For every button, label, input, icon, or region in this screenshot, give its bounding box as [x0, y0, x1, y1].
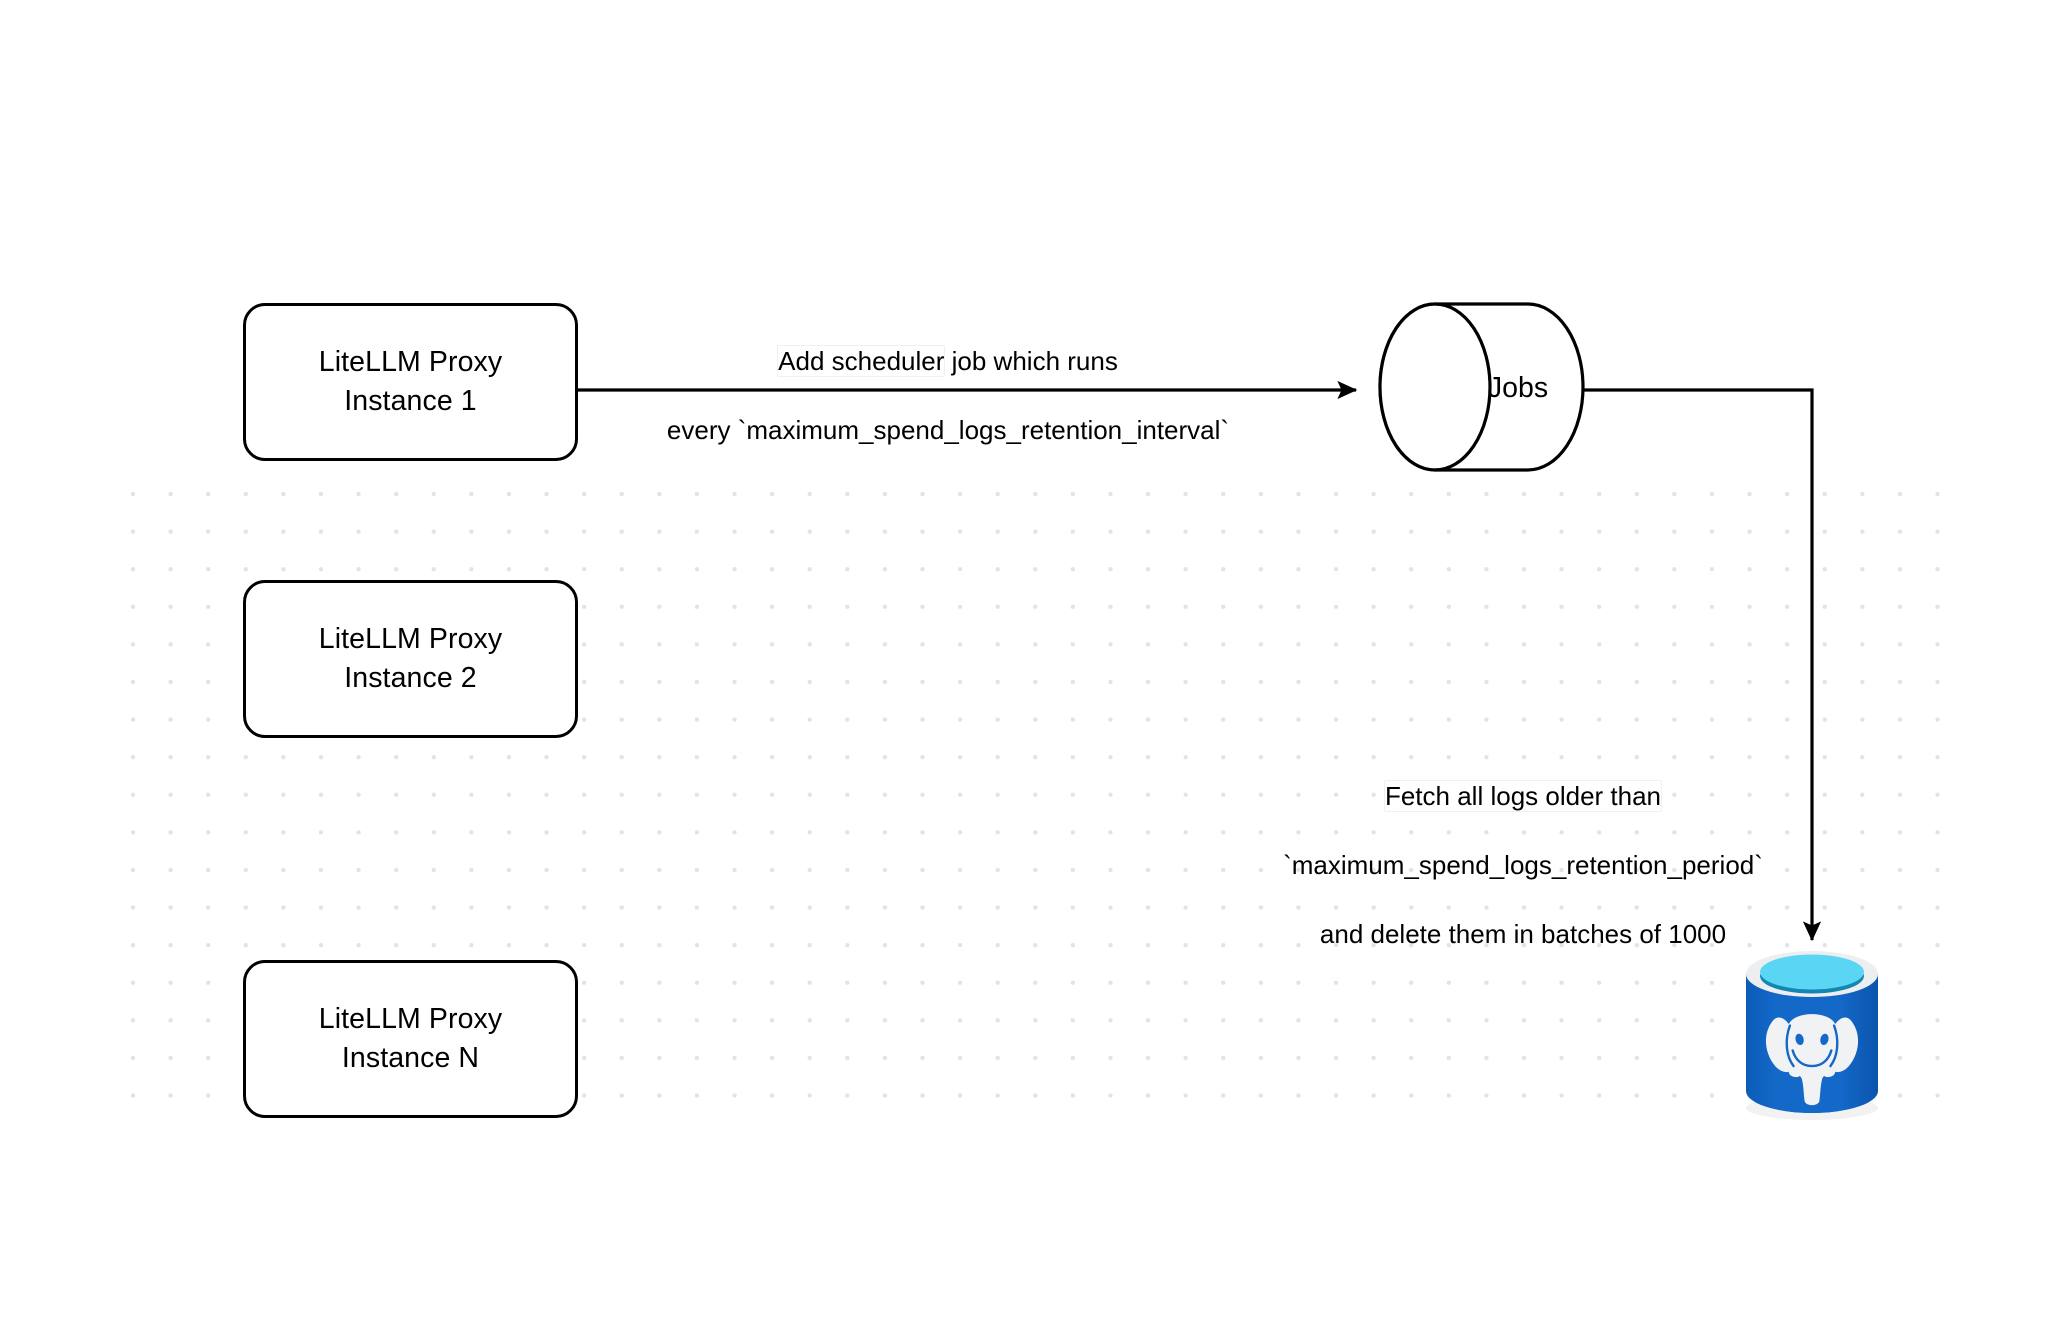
- node-litellm-proxy-instance-2[interactable]: LiteLLM Proxy Instance 2: [243, 580, 578, 738]
- node-litellm-proxy-instance-n[interactable]: LiteLLM Proxy Instance N: [243, 960, 578, 1118]
- postgres-database-icon: [1746, 951, 1878, 1120]
- edge-jobs-to-postgres: [1583, 388, 1822, 942]
- node-litellm-proxy-instance-1[interactable]: LiteLLM Proxy Instance 1: [243, 303, 578, 461]
- node-label: LiteLLM Proxy Instance N: [318, 1002, 503, 1074]
- node-label: LiteLLM Proxy Instance 2: [318, 622, 503, 694]
- node-jobs-label: Jobs: [1487, 372, 1549, 404]
- node-label: LiteLLM Proxy Instance 1: [318, 345, 503, 417]
- jobs-cylinder: [1378, 302, 1585, 472]
